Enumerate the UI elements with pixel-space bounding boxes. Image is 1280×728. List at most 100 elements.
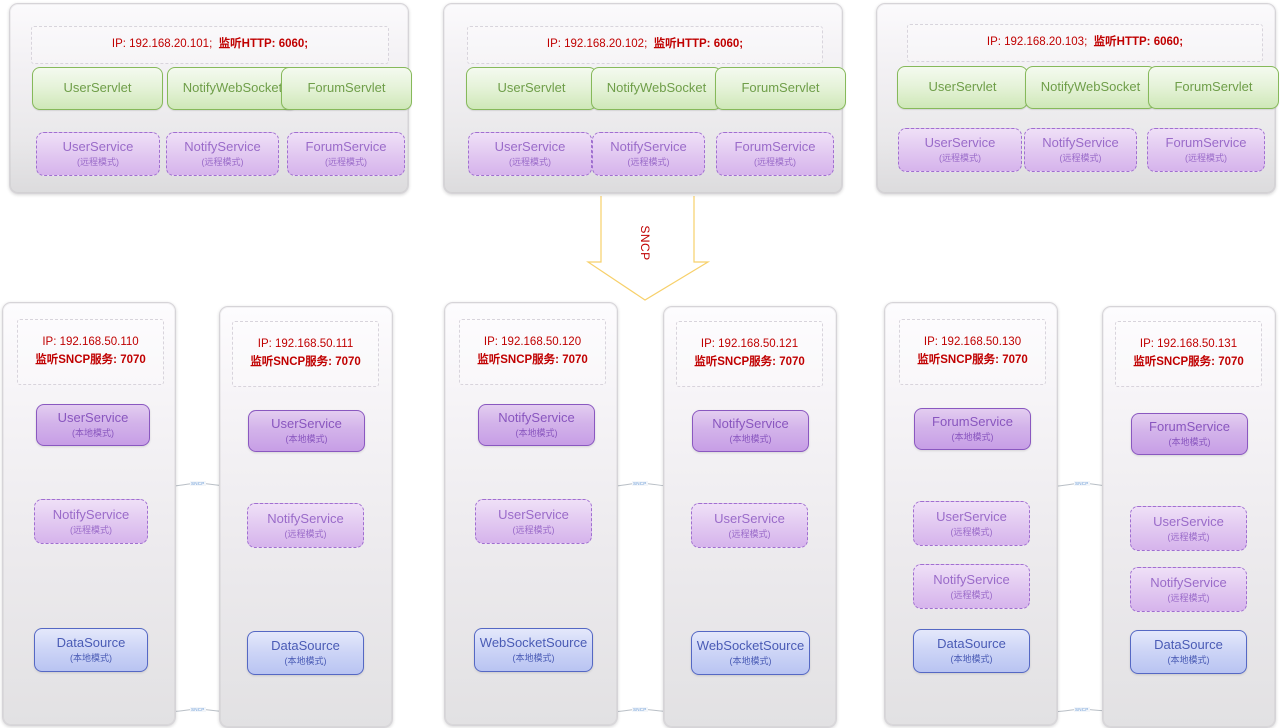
remote-service-box[interactable]: NotifyService(远程模式) bbox=[166, 132, 279, 176]
local-service-box[interactable]: ForumService (本地模式) bbox=[1131, 413, 1248, 455]
service-node-panel[interactable]: IP: 192.168.50.131 监听SNCP服务: 7070 ForumS… bbox=[1102, 306, 1276, 728]
service-node-ip-header: IP: 192.168.50.130 监听SNCP服务: 7070 bbox=[899, 319, 1046, 385]
ip-text: IP: 192.168.50.130 bbox=[923, 336, 1022, 349]
node-name: NotifyService bbox=[1150, 574, 1227, 590]
port-text: 监听SNCP服务: 7070 bbox=[477, 354, 588, 366]
servlet-box[interactable]: ForumServlet bbox=[1148, 66, 1279, 109]
servlet-name: UserServlet bbox=[928, 79, 997, 95]
remote-service-box[interactable]: NotifyService (远程模式) bbox=[1024, 128, 1137, 172]
service-node-panel[interactable]: IP: 192.168.50.120 监听SNCP服务: 7070 Notify… bbox=[444, 302, 618, 726]
local-service-box[interactable]: NotifyService(本地模式) bbox=[692, 410, 809, 452]
remote-service-box[interactable]: UserService(远程模式) bbox=[1130, 506, 1247, 551]
node-mode: (远程模式) bbox=[1167, 592, 1210, 603]
service-name: NotifyService bbox=[610, 139, 687, 155]
app-server-panel[interactable]: IP: 192.168.20.102; 监听HTTP: 6060; UserSe… bbox=[443, 3, 846, 194]
service-mode: (远程模式) bbox=[1059, 153, 1102, 164]
node-name: NotifyService bbox=[933, 571, 1010, 587]
sncp-protocol-label: SNCP bbox=[638, 225, 652, 261]
remote-service-box[interactable]: UserService(远程模式) bbox=[898, 128, 1022, 172]
ip-text: IP: 192.168.50.131 bbox=[1139, 338, 1238, 351]
app-server-ip-header: IP: 192.168.20.101; 监听HTTP: 6060; bbox=[31, 26, 389, 64]
port-text: 监听HTTP: 6060; bbox=[1093, 36, 1184, 49]
remote-service-box[interactable]: ForumService(远程模式) bbox=[287, 132, 405, 176]
remote-service-box[interactable]: NotifyService (远程模式) bbox=[1130, 567, 1247, 612]
node-name: DataSource bbox=[56, 635, 126, 651]
datasource-box[interactable]: DataSource(本地模式) bbox=[247, 631, 364, 675]
service-node-ip-header: IP: 192.168.50.111 监听SNCP服务: 7070 bbox=[232, 321, 379, 387]
servlet-box[interactable]: UserServlet bbox=[466, 67, 597, 110]
remote-service-box[interactable]: UserService(远程模式) bbox=[691, 503, 808, 548]
node-mode: (远程模式) bbox=[284, 528, 327, 539]
remote-service-box[interactable]: NotifyService(远程模式) bbox=[592, 132, 705, 176]
remote-service-box[interactable]: NotifyService (远程模式) bbox=[247, 503, 364, 548]
servlet-box[interactable]: NotifyWebSocket bbox=[167, 67, 298, 110]
remote-service-box[interactable]: ForumService(远程模式) bbox=[1147, 128, 1265, 172]
ip-text: IP: 192.168.50.121 bbox=[700, 338, 799, 351]
node-mode: (本地模式) bbox=[285, 434, 328, 445]
ip-text: IP: 192.168.50.120 bbox=[483, 336, 582, 349]
link-label-sncp: SNCP bbox=[190, 481, 206, 486]
node-mode: (本地模式) bbox=[70, 653, 112, 664]
local-service-box[interactable]: UserService(本地模式) bbox=[248, 410, 365, 452]
servlet-name: ForumServlet bbox=[1174, 79, 1253, 95]
remote-service-box[interactable]: NotifyService(远程模式) bbox=[913, 564, 1030, 609]
servlet-box[interactable]: NotifyWebSocket bbox=[591, 67, 722, 110]
node-mode: (远程模式) bbox=[512, 524, 555, 535]
node-name: NotifyService bbox=[267, 510, 344, 526]
datasource-box[interactable]: WebSocketSource(本地模式) bbox=[474, 628, 593, 672]
node-name: ForumService bbox=[1149, 419, 1230, 435]
datasource-box[interactable]: DataSource(本地模式) bbox=[913, 629, 1030, 673]
local-service-box[interactable]: UserService(本地模式) bbox=[36, 404, 150, 446]
servlet-name: NotifyWebSocket bbox=[1040, 79, 1141, 95]
node-name: ForumService bbox=[932, 414, 1013, 430]
service-mode: (远程模式) bbox=[325, 157, 367, 168]
service-node-panel[interactable]: IP: 192.168.50.130 监听SNCP服务: 7070 ForumS… bbox=[884, 302, 1058, 726]
service-name: NotifyService bbox=[1042, 135, 1119, 151]
servlet-box[interactable]: UserServlet bbox=[897, 66, 1028, 109]
datasource-box[interactable]: DataSource (本地模式) bbox=[34, 628, 148, 672]
service-name: UserService bbox=[924, 135, 996, 151]
node-mode: (本地模式) bbox=[729, 656, 772, 667]
servlet-box[interactable]: UserServlet bbox=[32, 67, 163, 110]
node-mode: (本地模式) bbox=[1168, 437, 1211, 448]
servlet-box[interactable]: ForumServlet bbox=[715, 67, 846, 110]
app-server-ip-header: IP: 192.168.20.102; 监听HTTP: 6060; bbox=[467, 26, 823, 64]
remote-service-box[interactable]: UserService(远程模式) bbox=[913, 501, 1030, 546]
servlet-box[interactable]: ForumServlet bbox=[281, 67, 412, 110]
node-name: UserService bbox=[936, 508, 1007, 524]
app-server-panel[interactable]: IP: 192.168.20.103; 监听HTTP: 6060; UserSe… bbox=[876, 3, 1279, 194]
port-text: 监听HTTP: 6060; bbox=[653, 38, 744, 51]
datasource-box[interactable]: DataSource(本地模式) bbox=[1130, 630, 1247, 674]
servlet-name: UserServlet bbox=[497, 80, 566, 96]
remote-service-box[interactable]: UserService(远程模式) bbox=[468, 132, 592, 176]
node-name: NotifyService bbox=[498, 410, 575, 426]
servlet-box[interactable]: NotifyWebSocket bbox=[1025, 66, 1156, 109]
ip-text: IP: 192.168.50.111 bbox=[257, 338, 354, 351]
node-mode: (本地模式) bbox=[950, 654, 993, 665]
service-mode: (远程模式) bbox=[77, 157, 119, 168]
remote-service-box[interactable]: UserService(远程模式) bbox=[36, 132, 160, 176]
remote-service-box[interactable]: UserService(远程模式) bbox=[475, 499, 592, 544]
link-label-sncp: SNCP bbox=[632, 481, 648, 486]
remote-service-box[interactable]: NotifyService(远程模式) bbox=[34, 499, 148, 544]
service-node-ip-header: IP: 192.168.50.121 监听SNCP服务: 7070 bbox=[676, 321, 823, 387]
ip-text: IP: 192.168.20.103; bbox=[986, 36, 1088, 49]
local-service-box[interactable]: NotifyService (本地模式) bbox=[478, 404, 595, 446]
node-name: NotifyService bbox=[52, 506, 130, 522]
port-text: 监听HTTP: 6060; bbox=[218, 38, 309, 51]
service-mode: (远程模式) bbox=[754, 157, 796, 168]
local-service-box[interactable]: ForumService(本地模式) bbox=[914, 408, 1031, 450]
port-text: 监听SNCP服务: 7070 bbox=[1133, 356, 1244, 368]
ip-text: IP: 192.168.50.110 bbox=[42, 336, 139, 349]
remote-service-box[interactable]: ForumService(远程模式) bbox=[716, 132, 834, 176]
app-server-panel[interactable]: IP: 192.168.20.101; 监听HTTP: 6060; UserSe… bbox=[9, 3, 412, 194]
service-node-panel[interactable]: IP: 192.168.50.110 监听SNCP服务: 7070 UserSe… bbox=[2, 302, 176, 726]
servlet-name: ForumServlet bbox=[741, 80, 820, 96]
ip-text: IP: 192.168.20.102; bbox=[546, 38, 648, 51]
datasource-box[interactable]: WebSocketSource(本地模式) bbox=[691, 631, 810, 675]
node-mode: (本地模式) bbox=[515, 428, 558, 439]
service-node-panel[interactable]: IP: 192.168.50.111 监听SNCP服务: 7070 UserSe… bbox=[219, 306, 393, 728]
service-node-panel[interactable]: IP: 192.168.50.121 监听SNCP服务: 7070 Notify… bbox=[663, 306, 837, 728]
servlet-name: NotifyWebSocket bbox=[606, 80, 707, 96]
port-text: 监听SNCP服务: 7070 bbox=[35, 354, 146, 366]
